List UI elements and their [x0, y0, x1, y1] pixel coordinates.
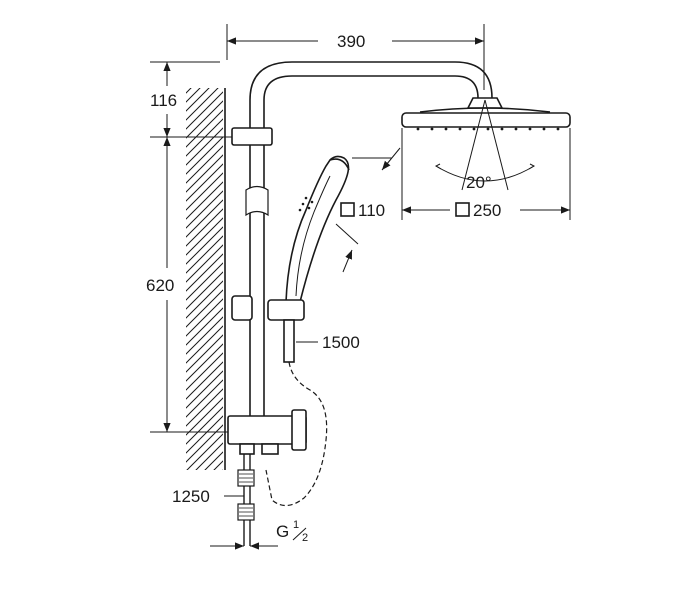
thread-numerator-label: 1 — [293, 519, 299, 531]
hose-length-label: 1500 — [322, 333, 360, 352]
hand-shower-nozzles — [298, 196, 314, 212]
hand-shower-hose — [265, 361, 328, 507]
thread-denominator-label: 2 — [302, 532, 308, 544]
arm-reach-label: 390 — [337, 32, 365, 51]
square-symbol-hand — [340, 202, 355, 217]
upper-bracket — [231, 127, 273, 146]
rail-height-label: 620 — [146, 276, 174, 295]
head-nozzles — [416, 127, 560, 131]
hand-shower — [285, 155, 350, 303]
spray-angle-lines — [434, 99, 536, 191]
hand-shower-size-label: 110 — [358, 201, 385, 220]
head-shower — [401, 97, 571, 131]
wall — [186, 88, 226, 470]
head-shower-size-label: 250 — [473, 201, 501, 220]
shower-arm — [249, 61, 493, 430]
supply-hose-label: 1250 — [172, 487, 210, 506]
thread-prefix-label: G — [276, 522, 289, 541]
spray-angle-label: 20° — [466, 173, 492, 192]
rail-break — [245, 185, 269, 217]
thermostat-body — [227, 409, 307, 455]
thread-fraction-bar — [292, 527, 307, 541]
hand-shower-holder — [231, 295, 305, 363]
dimension-lines — [150, 24, 571, 550]
supply-hose — [237, 454, 255, 546]
square-symbol-head — [455, 202, 470, 217]
top-offset-label: 116 — [150, 91, 177, 110]
